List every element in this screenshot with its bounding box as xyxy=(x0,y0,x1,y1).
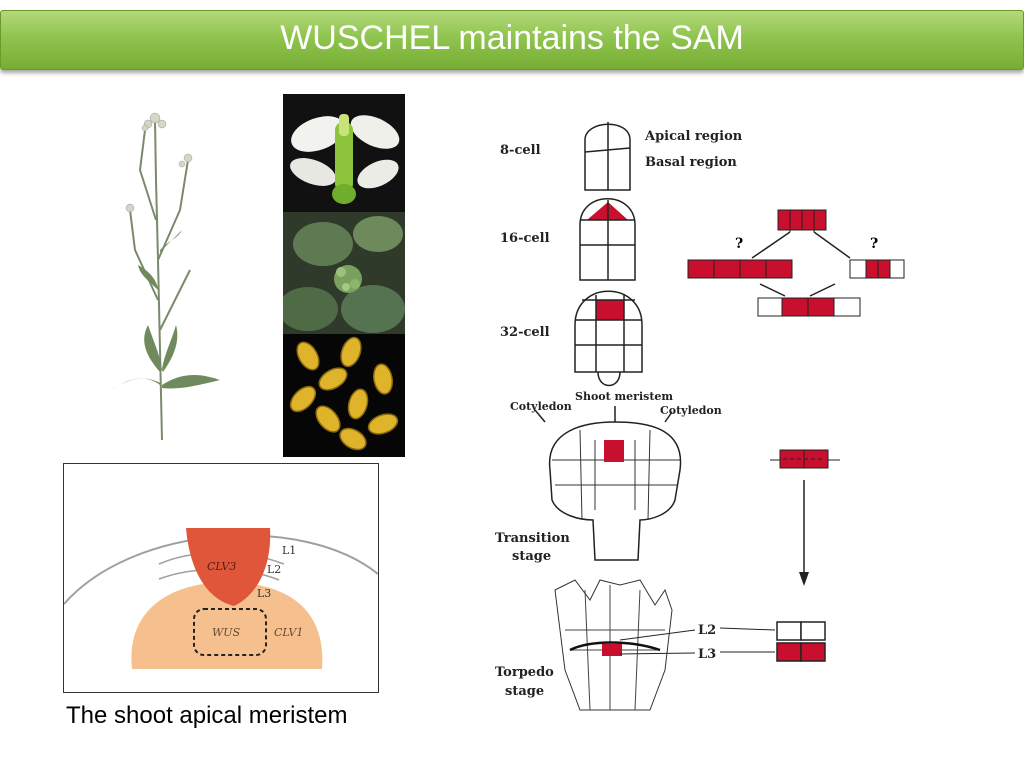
embryo-32-cell xyxy=(574,290,643,373)
arabidopsis-photo-strip xyxy=(278,94,405,457)
torpedo-l2-label: L2 xyxy=(698,623,716,638)
sam-diagram: CLV3 WUS CLV1 L1 L2 L3 xyxy=(63,528,379,669)
layer-l3-label: L3 xyxy=(257,587,271,600)
cotyledon-left-label: Cotyledon xyxy=(510,400,572,413)
clv1-label: CLV1 xyxy=(274,626,303,639)
sam-diagram-box: CLV3 WUS CLV1 L1 L2 L3 xyxy=(63,463,379,693)
embryo-development-diagram: 8-cell Apical region Basal region 16-cel… xyxy=(495,122,905,711)
question-left: ? xyxy=(735,236,743,252)
wus-label: WUS xyxy=(212,626,241,639)
embryo-transition-stage xyxy=(548,421,682,561)
transition-stage-line1: Transition xyxy=(495,531,570,546)
clv3-label: CLV3 xyxy=(207,560,236,573)
arabidopsis-plant-illustration xyxy=(110,112,220,441)
question-right: ? xyxy=(870,236,878,252)
flower-photo xyxy=(283,94,405,212)
stage-16-cell-label: 16-cell xyxy=(500,231,550,246)
sam-caption: The shoot apical meristem xyxy=(66,702,348,729)
transition-stage-line2: stage xyxy=(512,549,551,564)
layer-l1-label: L1 xyxy=(282,544,296,557)
stage-8-cell-label: 8-cell xyxy=(500,143,541,158)
seeds-photo xyxy=(283,334,405,457)
wus-cells-torpedo xyxy=(602,644,622,656)
wus-cells-32 xyxy=(596,300,624,320)
lineage-schematic: ? ? xyxy=(687,209,905,662)
shoot-meristem-label: Shoot meristem xyxy=(575,390,673,403)
wus-cells-transition xyxy=(604,440,624,462)
photo-panels xyxy=(278,94,405,457)
apical-region-label: Apical region xyxy=(644,129,743,144)
torpedo-l3-label: L3 xyxy=(698,647,716,662)
meristem-body xyxy=(131,582,323,669)
slide-title: WUSCHEL maintains the SAM xyxy=(280,19,744,57)
torpedo-stage-line2: stage xyxy=(505,684,544,699)
seedling-photo xyxy=(278,212,405,334)
wus-domain xyxy=(193,608,267,656)
stage-32-cell-label: 32-cell xyxy=(500,325,550,340)
basal-region-label: Basal region xyxy=(645,155,737,170)
cotyledon-right-label: Cotyledon xyxy=(660,404,722,417)
clv3-domain xyxy=(186,528,271,606)
layer-l2-label: L2 xyxy=(267,563,281,576)
embryo-torpedo-stage xyxy=(554,579,673,711)
title-bar: WUSCHEL maintains the SAM xyxy=(0,10,1024,70)
torpedo-stage-line1: Torpedo xyxy=(495,665,554,680)
